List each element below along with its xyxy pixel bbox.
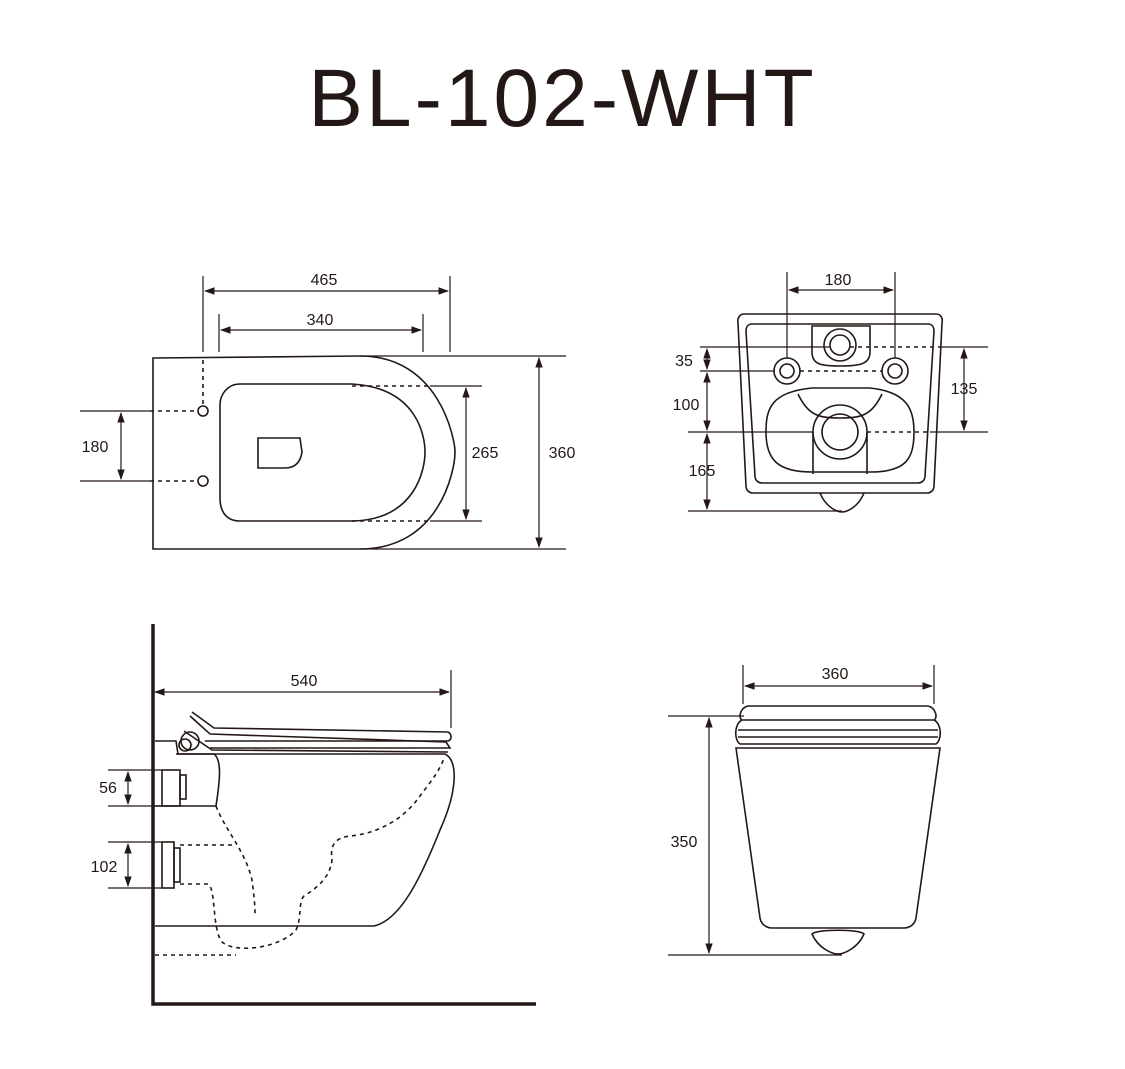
side-lower-conn-label: 102 (91, 859, 118, 876)
top-total-width-label: 360 (549, 445, 576, 462)
rear-d2-label: 100 (673, 397, 700, 414)
rear-d1-label: 35 (675, 353, 693, 370)
front-width-label: 360 (822, 666, 849, 683)
rear-d4-label: 135 (951, 381, 978, 398)
side-view: 540 56 102 (91, 624, 536, 1006)
rear-fix-spacing-label: 180 (825, 272, 852, 289)
model-title: BL-102-WHT (308, 53, 817, 144)
top-view: 465 340 180 265 360 (80, 272, 576, 550)
top-width-overall-label: 465 (311, 272, 338, 289)
front-height-label: 350 (671, 834, 698, 851)
top-fix-spacing-label: 180 (82, 439, 109, 456)
side-upper-conn-label: 56 (99, 780, 117, 797)
front-view: 360 350 (668, 665, 942, 956)
top-width-seat-label: 340 (307, 312, 334, 329)
rear-view: 180 35 100 165 135 (673, 272, 988, 513)
side-depth-label: 540 (291, 673, 318, 690)
top-bowl-width-label: 265 (472, 445, 499, 462)
rear-d3-label: 165 (689, 463, 716, 480)
